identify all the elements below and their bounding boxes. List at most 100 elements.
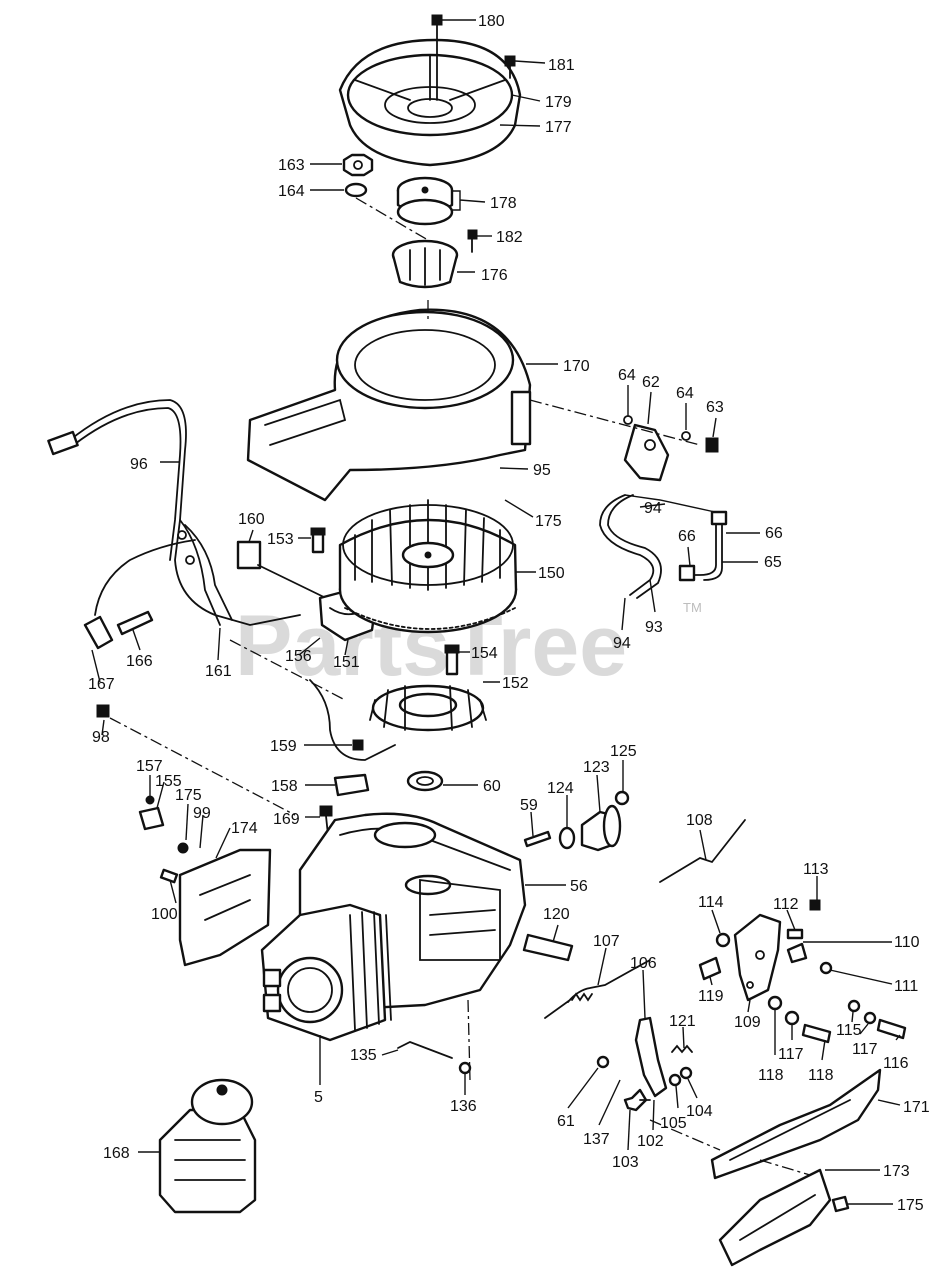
callout-113[interactable]: 113 bbox=[803, 861, 829, 878]
callout-5[interactable]: 5 bbox=[314, 1089, 323, 1106]
ground-wire-156-part[interactable] bbox=[229, 639, 396, 761]
callout-178[interactable]: 178 bbox=[490, 195, 517, 212]
cylinder-head-part[interactable] bbox=[260, 903, 392, 1042]
starter-motor-part[interactable] bbox=[158, 1078, 257, 1214]
callout-63[interactable]: 63 bbox=[706, 399, 724, 416]
callout-103[interactable]: 103 bbox=[612, 1154, 639, 1171]
callout-65[interactable]: 65 bbox=[764, 554, 782, 571]
callout-116[interactable]: 116 bbox=[883, 1055, 909, 1072]
shield-171-part[interactable] bbox=[710, 1068, 882, 1180]
callout-151[interactable]: 151 bbox=[333, 654, 360, 671]
callout-94b[interactable]: 94 bbox=[613, 635, 631, 652]
screw-175c-part[interactable] bbox=[831, 1195, 850, 1213]
callout-159[interactable]: 159 bbox=[270, 738, 297, 755]
callout-125[interactable]: 125 bbox=[610, 743, 637, 760]
callout-180[interactable]: 180 bbox=[478, 13, 505, 30]
callout-155[interactable]: 155 bbox=[155, 773, 182, 790]
hardware-110-118-parts[interactable] bbox=[715, 899, 907, 1044]
callout-107[interactable]: 107 bbox=[593, 933, 620, 950]
spacer-119-part[interactable] bbox=[698, 956, 722, 981]
callout-135[interactable]: 135 bbox=[350, 1047, 377, 1064]
housing-123-part[interactable] bbox=[580, 790, 630, 852]
callout-100[interactable]: 100 bbox=[151, 906, 178, 923]
washers-104-105-part[interactable] bbox=[668, 1066, 693, 1087]
callout-170[interactable]: 170 bbox=[563, 358, 590, 375]
callout-154[interactable]: 154 bbox=[471, 645, 498, 662]
callout-163[interactable]: 163 bbox=[278, 157, 305, 174]
callout-60[interactable]: 60 bbox=[483, 778, 501, 795]
callout-66b[interactable]: 66 bbox=[765, 525, 783, 542]
governor-bracket-part[interactable] bbox=[529, 399, 719, 482]
callout-104[interactable]: 104 bbox=[686, 1103, 713, 1120]
pin-59-part[interactable] bbox=[523, 830, 552, 848]
shaft-135-part[interactable] bbox=[397, 1041, 472, 1075]
spring-107-part[interactable] bbox=[544, 959, 651, 1019]
callout-158[interactable]: 158 bbox=[271, 778, 298, 795]
callout-117a[interactable]: 117 bbox=[778, 1046, 804, 1063]
callout-137[interactable]: 137 bbox=[583, 1131, 610, 1148]
callout-136[interactable]: 136 bbox=[450, 1098, 477, 1115]
lever-106-part[interactable] bbox=[634, 1016, 668, 1098]
pin-120-part[interactable] bbox=[522, 933, 574, 962]
control-bracket-109-part[interactable] bbox=[733, 913, 782, 1002]
callout-109[interactable]: 109 bbox=[734, 1014, 761, 1031]
callout-123[interactable]: 123 bbox=[583, 759, 610, 776]
nut-163-part[interactable] bbox=[342, 153, 374, 177]
callout-114[interactable]: 114 bbox=[698, 894, 724, 911]
callout-156[interactable]: 156 bbox=[285, 648, 312, 665]
callout-64a[interactable]: 64 bbox=[618, 367, 636, 384]
callout-106[interactable]: 106 bbox=[630, 955, 657, 972]
clip-158-part[interactable] bbox=[333, 739, 370, 797]
callout-182[interactable]: 182 bbox=[496, 229, 523, 246]
callout-175c[interactable]: 175 bbox=[897, 1197, 924, 1214]
callout-173[interactable]: 173 bbox=[883, 1163, 910, 1180]
callout-166[interactable]: 166 bbox=[126, 653, 153, 670]
disc-178-part[interactable] bbox=[396, 176, 454, 226]
callout-96[interactable]: 96 bbox=[130, 456, 148, 473]
callout-117b[interactable]: 117 bbox=[852, 1041, 878, 1058]
callout-118b[interactable]: 115 bbox=[836, 1022, 862, 1039]
callout-102[interactable]: 102 bbox=[637, 1133, 664, 1150]
callout-176[interactable]: 176 bbox=[481, 267, 508, 284]
baffle-174-part[interactable] bbox=[159, 842, 272, 967]
callout-110[interactable]: 110 bbox=[894, 934, 920, 951]
callout-119[interactable]: 119 bbox=[698, 988, 724, 1005]
callout-95[interactable]: 95 bbox=[533, 462, 551, 479]
fuel-line-part[interactable] bbox=[599, 494, 728, 599]
callout-169[interactable]: 169 bbox=[273, 811, 300, 828]
callout-160[interactable]: 160 bbox=[238, 511, 265, 528]
callout-61[interactable]: 61 bbox=[557, 1113, 575, 1130]
callout-150[interactable]: 150 bbox=[538, 565, 565, 582]
screw-182-part[interactable] bbox=[467, 229, 478, 253]
callout-112[interactable]: 112 bbox=[773, 896, 799, 913]
shield-173-part[interactable] bbox=[718, 1168, 832, 1267]
flywheel-part[interactable] bbox=[338, 499, 518, 634]
callout-121[interactable]: 121 bbox=[669, 1013, 696, 1030]
callout-181[interactable]: 181 bbox=[548, 57, 575, 74]
callout-177[interactable]: 177 bbox=[545, 119, 572, 136]
callout-174[interactable]: 174 bbox=[231, 820, 258, 837]
oil-seal-60-part[interactable] bbox=[406, 770, 444, 792]
rotating-screen-part[interactable] bbox=[338, 38, 522, 167]
spring-121-part[interactable] bbox=[671, 1044, 693, 1054]
callout-93[interactable]: 93 bbox=[645, 619, 663, 636]
callout-56[interactable]: 56 bbox=[570, 878, 588, 895]
blower-housing-part[interactable] bbox=[246, 308, 532, 502]
callout-118a[interactable]: 118 bbox=[758, 1067, 784, 1084]
callout-168[interactable]: 168 bbox=[103, 1145, 130, 1162]
callout-153[interactable]: 153 bbox=[267, 531, 294, 548]
callout-167[interactable]: 167 bbox=[88, 676, 115, 693]
callout-115[interactable]: 118 bbox=[808, 1067, 834, 1084]
nut-61-part[interactable] bbox=[596, 1055, 610, 1069]
clamp-155-part[interactable] bbox=[138, 795, 165, 831]
callout-105[interactable]: 105 bbox=[660, 1115, 687, 1132]
callout-64b[interactable]: 64 bbox=[676, 385, 694, 402]
o-ring-124-part[interactable] bbox=[558, 826, 576, 850]
callout-152[interactable]: 152 bbox=[502, 675, 529, 692]
hub-176-part[interactable] bbox=[391, 239, 459, 289]
screw-153-part[interactable] bbox=[310, 527, 326, 554]
screw-154-part[interactable] bbox=[444, 644, 460, 676]
callout-99[interactable]: 99 bbox=[193, 805, 211, 822]
bolt-103-part[interactable] bbox=[623, 1088, 651, 1112]
stator-152-part[interactable] bbox=[369, 684, 487, 732]
